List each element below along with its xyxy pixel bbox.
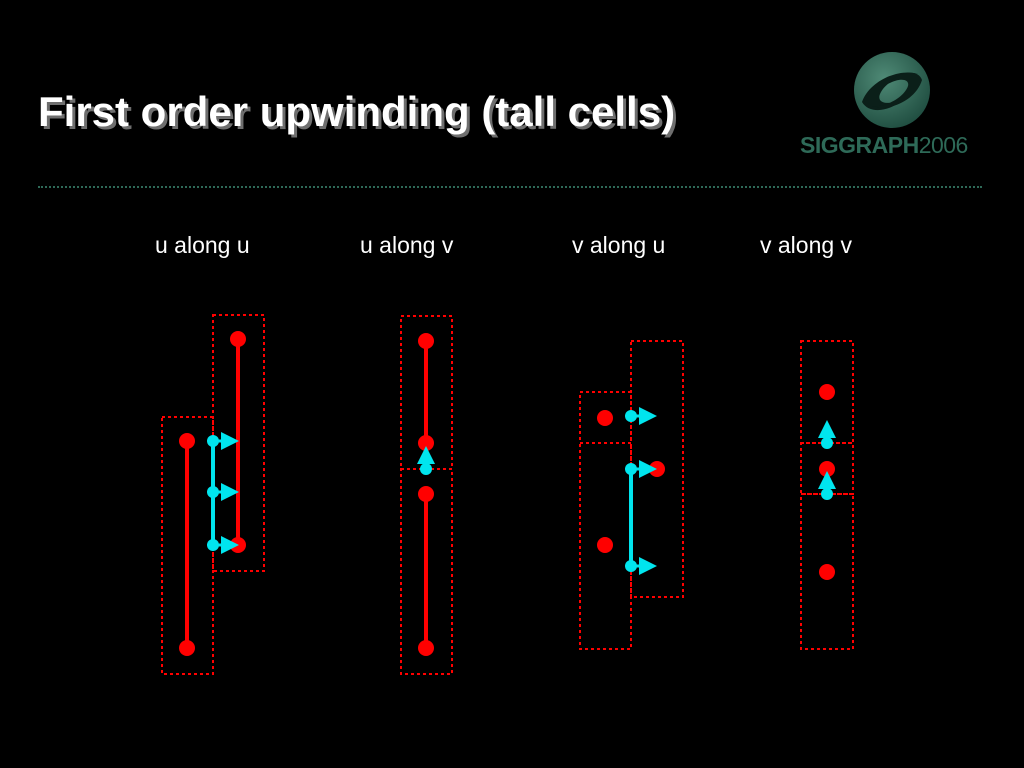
sample-point [418,486,434,502]
u-along-u-group [161,314,265,675]
u-along-v-group [400,315,453,675]
sample-point [649,461,665,477]
sample-point [418,640,434,656]
column-label-u-along-u: u along u [155,232,250,258]
v-along-v-group [800,340,854,650]
sample-point [179,433,195,449]
sample-point [597,537,613,553]
sample-point [230,331,246,347]
sample-point [418,435,434,451]
sample-point [819,461,835,477]
grid-cell [161,416,214,675]
logo-wordmark: SIGGRAPH2006 [800,132,968,159]
sample-point [230,537,246,553]
sample-point [597,410,613,426]
title-divider [38,186,982,188]
column-label-v-along-v: v along v [760,232,853,258]
sample-point [418,333,434,349]
logo-year: 2006 [918,132,969,158]
sample-point [819,564,835,580]
v-along-u-group [579,340,684,650]
slide-title: First order upwinding (tall cells) [38,88,676,135]
siggraph-logo: SIGGRAPH2006 [800,50,985,165]
sample-point [179,640,195,656]
logo-brand: SIGGRAPH [800,132,919,158]
column-label-u-along-v: u along v [360,232,454,258]
siggraph-swirl-icon [854,52,930,128]
sample-point [819,384,835,400]
column-label-v-along-u: v along u [572,232,666,258]
grid-cell [579,442,632,650]
